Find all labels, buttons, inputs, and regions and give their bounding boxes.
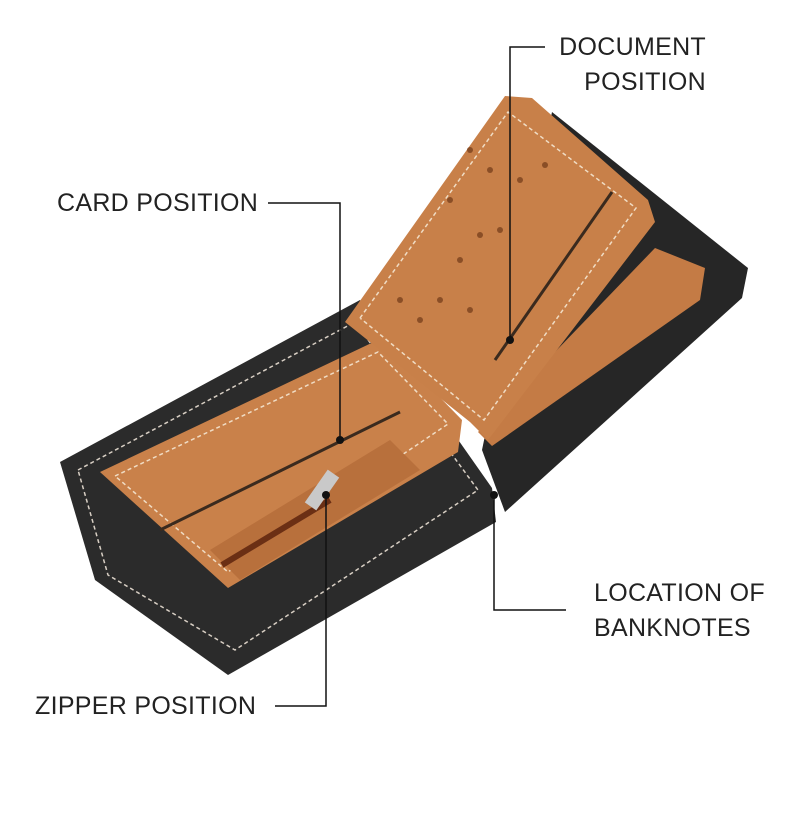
card-position-label: CARD POSITION — [57, 189, 259, 217]
zipper-pull — [304, 469, 340, 511]
document-position-label: DOCUMENT POSITION — [540, 30, 706, 100]
label-line: LOCATION OF — [594, 579, 765, 607]
label-line: POSITION — [584, 68, 706, 96]
card-leader-line — [268, 202, 341, 440]
banknotes-leader-line — [493, 495, 566, 611]
right-pocket — [478, 248, 705, 446]
label-line: DOCUMENT — [559, 33, 706, 61]
banknotes-location-label: LOCATION OF BANKNOTES — [594, 576, 765, 646]
zipper-position-label: ZIPPER POSITION — [35, 692, 257, 720]
zipper-leader-line — [275, 495, 327, 707]
document-flap — [345, 96, 655, 440]
label-line: BANKNOTES — [594, 614, 751, 642]
card-panel — [100, 338, 462, 588]
document-leader-line — [509, 46, 545, 340]
